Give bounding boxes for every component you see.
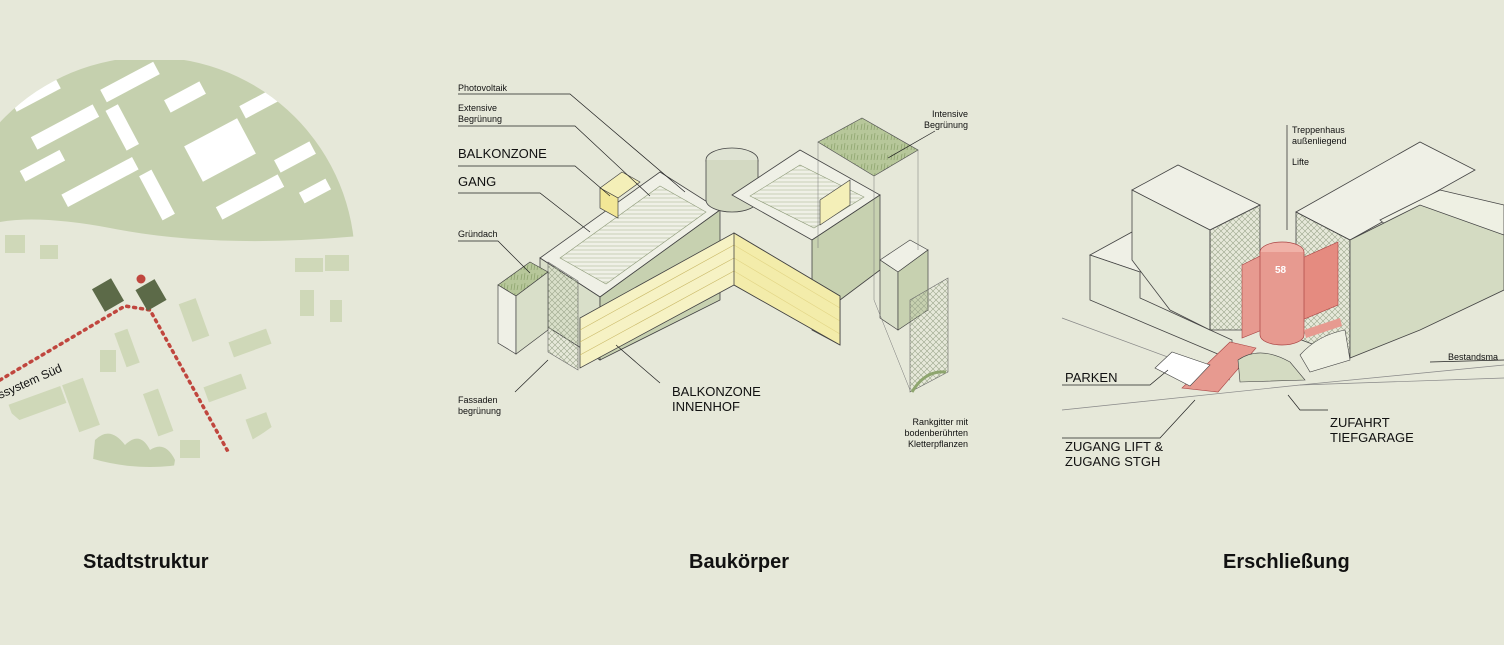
tower-number: 58 xyxy=(1275,265,1287,276)
label-innenhof-1: BALKONZONE xyxy=(672,384,761,399)
label-fassaden-2: begrünung xyxy=(458,406,501,416)
label-zugang-1: ZUGANG LIFT & xyxy=(1065,439,1163,454)
ramp-wall xyxy=(1299,329,1351,373)
label-extensive-1: Extensive xyxy=(458,103,497,113)
label-rankgitter-1: Rankgitter mit xyxy=(912,417,968,427)
stair-core-left xyxy=(1241,254,1263,339)
location-marker xyxy=(136,274,146,284)
label-zufahrt-1: ZUFAHRT xyxy=(1330,415,1390,430)
erschliessung-axonometry: Treppenhaus außenliegend Lifte 58 PARKEN… xyxy=(1061,125,1504,469)
label-treppenhaus-1: Treppenhaus xyxy=(1292,125,1345,135)
left-building-face xyxy=(1089,254,1233,361)
green-cluster xyxy=(90,433,175,467)
route-line xyxy=(0,304,239,467)
label-gruendach: Gründach xyxy=(458,229,498,239)
garage-ramp xyxy=(1237,352,1306,383)
title-stadtstruktur: Stadtstruktur xyxy=(83,551,209,573)
label-parken: PARKEN xyxy=(1065,370,1118,385)
building-blocks xyxy=(9,61,332,221)
far-right-face xyxy=(879,259,899,331)
stadtstruktur-map: ssystem Süd xyxy=(0,60,355,467)
gruendach-side xyxy=(515,271,549,355)
label-zufahrt-2: TIEFGARAGE xyxy=(1330,430,1414,445)
left-tower-face xyxy=(1131,189,1211,331)
label-rankgitter-2: bodenberührten xyxy=(904,428,968,438)
gruendach-face xyxy=(497,284,517,355)
label-bestand: Bestandsma xyxy=(1448,352,1498,362)
leader-lines-e xyxy=(1062,125,1504,439)
intensive-greening xyxy=(817,117,919,177)
label-innenhof-2: INNENHOF xyxy=(672,399,740,414)
label-gang: GANG xyxy=(458,174,496,189)
facade-greening-mesh xyxy=(547,261,579,371)
right-balkonzone xyxy=(819,179,851,226)
rankgitter-mesh xyxy=(909,277,949,393)
label-fassaden-1: Fassaden xyxy=(458,395,498,405)
label-lifte: Lifte xyxy=(1292,157,1309,167)
label-intensive-2: Begrünung xyxy=(924,120,968,130)
leader-lines xyxy=(458,93,936,393)
project-building-east xyxy=(135,279,167,311)
right-building-side xyxy=(1349,204,1504,359)
scattered-buildings xyxy=(5,235,349,458)
label-zugang-2: ZUGANG STGH xyxy=(1065,454,1160,469)
baukoerper-axonometry: Photovoltaik Extensive Begrünung BALKONZ… xyxy=(458,83,968,449)
access-path xyxy=(1181,341,1257,393)
label-balkonzone: BALKONZONE xyxy=(458,146,547,161)
label-intensive-1: Intensive xyxy=(932,109,968,119)
climbing-plants xyxy=(910,370,947,393)
access-bridge xyxy=(1304,318,1342,338)
wireframe-box xyxy=(817,142,919,391)
innenhof-inner-face xyxy=(733,232,841,346)
label-photovoltaik: Photovoltaik xyxy=(458,83,508,93)
project-building-west xyxy=(91,278,125,312)
lift-tower-body xyxy=(1259,252,1305,346)
parking-entrance xyxy=(1154,351,1211,387)
label-rankgitter-3: Kletterpflanzen xyxy=(908,439,968,449)
title-erschliessung: Erschließung xyxy=(1223,551,1350,573)
photovoltaik-surface xyxy=(559,185,707,285)
title-baukoerper: Baukörper xyxy=(689,551,790,573)
label-extensive-2: Begrünung xyxy=(458,114,502,124)
balkonzone-face xyxy=(599,187,619,219)
label-treppenhaus-2: außenliegend xyxy=(1292,136,1347,146)
